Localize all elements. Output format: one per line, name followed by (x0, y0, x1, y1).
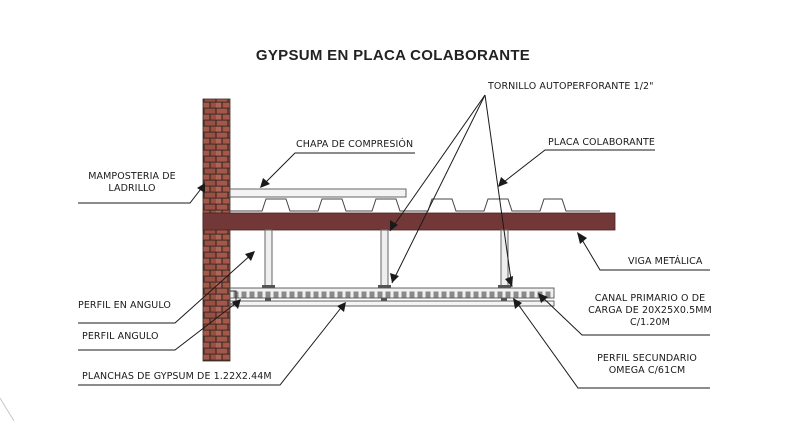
leader-chapa (261, 152, 415, 187)
label-placa: PLACA COLABORANTE (548, 137, 655, 148)
label-secundario-line-1: PERFIL SECUNDARIO (597, 353, 697, 364)
label-secundario-line-2: OMEGA C/61CM (608, 365, 686, 376)
arrow-perfil-en-angulo (245, 251, 255, 261)
leader-tornillo-3 (484, 94, 513, 288)
diagram-title: GYPSUM EN PLACA COLABORANTE (255, 47, 531, 64)
leader-placa (499, 149, 655, 186)
leader-tornillo-1 (389, 94, 486, 232)
leader-canal (539, 294, 710, 336)
decorative-corner-line (0, 397, 15, 421)
arrow-perfil-angulo (232, 299, 241, 309)
arrow-viga (577, 232, 587, 244)
leader-viga (577, 232, 710, 271)
label-mamposteria-line-1: MAMPOSTERIA DE (88, 171, 176, 182)
label-perfil-en-angulo: PERFIL EN ANGULO (78, 300, 171, 311)
arrow-tornillo-1 (390, 220, 398, 231)
leader-perfil-en-angulo (78, 252, 254, 324)
label-perfil-angulo: PERFIL ANGULO (82, 331, 159, 342)
steel-beam (202, 212, 616, 231)
label-secundario: PERFIL SECUNDARIO OMEGA C/61CM (584, 353, 710, 377)
primary-channel (229, 287, 555, 299)
label-chapa: CHAPA DE COMPRESIÓN (296, 139, 414, 150)
deck-profile (230, 198, 600, 212)
leader-secundario (514, 299, 710, 389)
leader-lines (78, 94, 710, 389)
label-planchas: PLANCHAS DE GYPSUM DE 1.22X2.44M (82, 371, 272, 382)
label-viga: VIGA METÁLICA (628, 256, 703, 267)
arrow-tornillo-3 (505, 276, 513, 287)
arrowheads (197, 177, 587, 312)
label-mamposteria: MAMPOSTERIA DE LADRILLO (76, 171, 188, 195)
label-canal-line-2: CARGA DE 20X25X0.5MM (588, 305, 712, 316)
arrow-canal (538, 293, 548, 303)
arrow-chapa (260, 178, 270, 188)
arrow-placa (498, 177, 508, 187)
arrow-secundario (513, 298, 522, 309)
hanger-screws (262, 285, 511, 302)
leader-tornillo-2 (391, 94, 486, 284)
label-canal-line-1: CANAL PRIMARIO O DE (594, 293, 706, 304)
arrow-tornillo-2 (390, 273, 399, 283)
label-canal-line-3: C/1.20M (630, 317, 670, 328)
leader-planchas (78, 303, 345, 386)
label-canal: CANAL PRIMARIO O DE CARGA DE 20X25X0.5MM… (580, 293, 720, 329)
arrow-planchas (337, 302, 346, 312)
arrow-mamposteria (197, 183, 205, 193)
angle-profile (230, 290, 237, 305)
label-tornillo: TORNILLO AUTOPERFORANTE 1/2" (488, 81, 654, 92)
leader-mamposteria (78, 184, 205, 204)
compression-slab (229, 188, 407, 198)
label-mamposteria-line-2: LADRILLO (108, 183, 156, 194)
leader-perfil-angulo (78, 299, 241, 351)
